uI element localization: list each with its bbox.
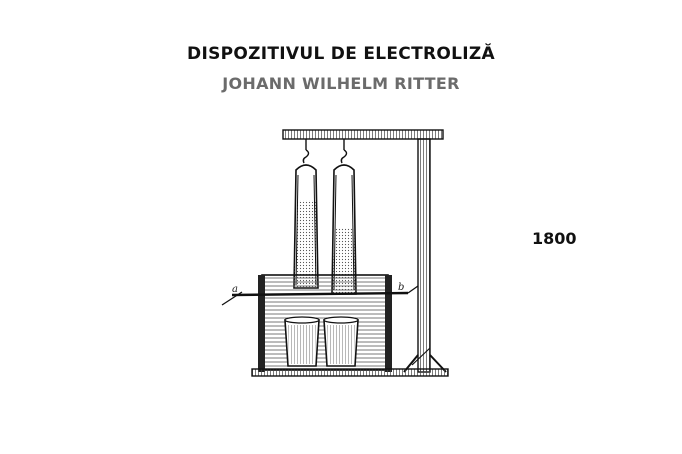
author-name: JOHANN WILHELM RITTER xyxy=(222,74,460,93)
stand-post xyxy=(403,138,447,373)
page-title: DISPOZITIVUL DE ELECTROLIZĂ xyxy=(187,44,495,64)
cup-left xyxy=(284,316,320,367)
hook-right xyxy=(340,139,348,164)
hook-left xyxy=(302,139,310,164)
test-tube-left xyxy=(293,164,319,289)
crossbar xyxy=(282,129,444,140)
electrode-wire xyxy=(221,285,419,306)
electrolysis-apparatus-illustration: a b xyxy=(221,129,449,377)
year-label: 1800 xyxy=(532,229,577,248)
label-b: b xyxy=(398,282,404,293)
label-a: a xyxy=(232,284,238,295)
cup-right xyxy=(323,316,359,367)
